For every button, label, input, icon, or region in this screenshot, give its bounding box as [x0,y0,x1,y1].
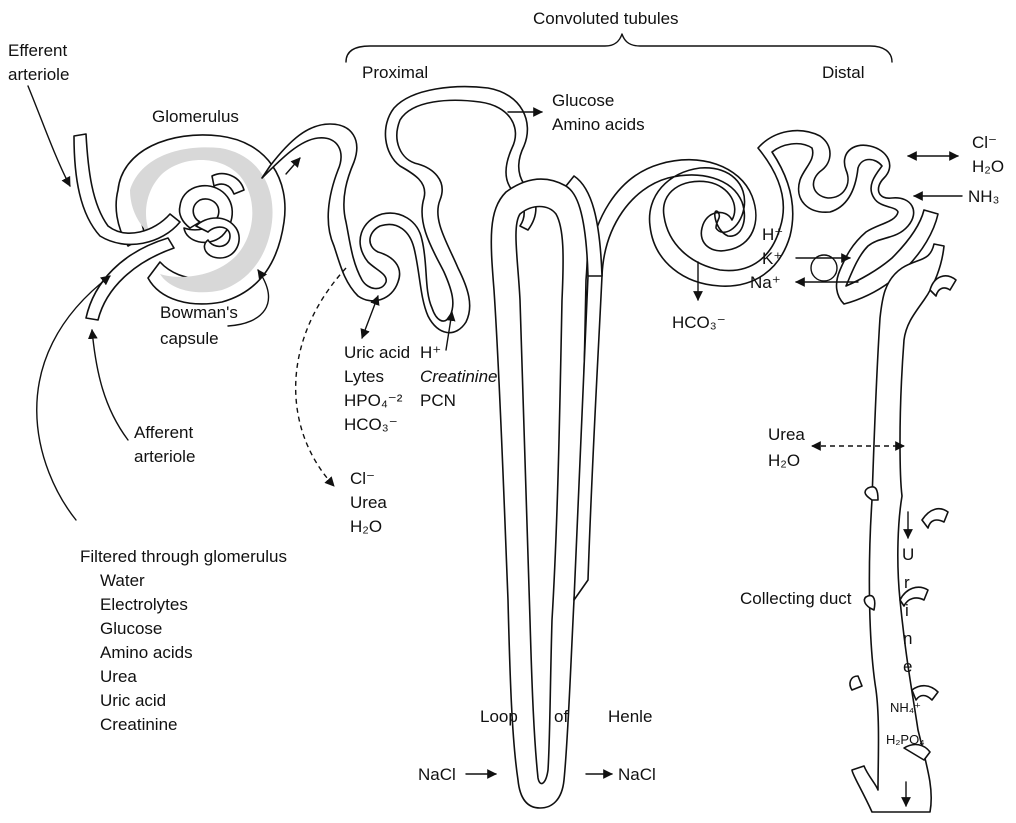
passive-arrow [296,268,346,486]
bowmans-label-1: Bowman's [160,303,238,322]
duct-branch-5 [850,676,862,690]
creatinine-secreted-label: Creatinine [420,367,498,386]
urine-letter-i: i [905,601,909,620]
filtered-title: Filtered through glomerulus [80,547,287,566]
afferent-label-2: arteriole [134,447,195,466]
of-label: of [554,707,568,726]
filtered-item-amino-acids: Amino acids [100,643,193,662]
duct-branch-4 [912,686,938,700]
na-ion-label: Na⁺ [750,273,781,292]
efferent-label-1: Efferent [8,41,68,60]
distal-label: Distal [822,63,865,82]
duct-branch-1 [865,487,878,500]
nh3-distal-label: NH₃ [968,187,999,206]
filtrate-flow-arrow [286,158,300,174]
filtered-item-uric-acid: Uric acid [100,691,166,710]
urine-letter-n: n [903,629,912,648]
filtered-item-creatinine: Creatinine [100,715,178,734]
filtered-item-glucose: Glucose [100,619,162,638]
glomerulus-shape [179,174,244,258]
convoluted-brace [346,34,892,62]
uric-acid-label: Uric acid [344,343,410,362]
ion-pump-circle [811,255,837,281]
hpo4-label: HPO₄⁻² [344,391,403,410]
urea-collecting-label: Urea [768,425,805,444]
h-ion-label: H⁺ [762,225,783,244]
glomerulus-label: Glomerulus [152,107,239,126]
filtered-item-urea: Urea [100,667,137,686]
filtered-item-water: Water [100,571,145,590]
nh4-label: NH₄⁺ [890,700,921,715]
h2po4-label: H₂PO₄ [886,732,925,747]
convoluted-tubules-label: Convoluted tubules [533,9,679,28]
h-secreted-label: H⁺ [420,343,441,362]
henle-label: Henle [608,707,652,726]
urea-passive-label: Urea [350,493,387,512]
efferent-label-2: arteriole [8,65,69,84]
bowmans-label-2: capsule [160,329,219,348]
cl-distal-label: Cl⁻ [972,133,997,152]
nacl-out-label: NaCl [618,765,656,784]
h2o-collecting-label: H₂O [768,451,800,470]
bowmans-capsule-shape [116,135,285,304]
proximal-exchange-arrow [362,296,378,338]
hco3-proximal-label: HCO₃⁻ [344,415,398,434]
nacl-in-label: NaCl [418,765,456,784]
afferent-pointer [92,330,128,440]
amino-acids-label: Amino acids [552,115,645,134]
collecting-duct-label: Collecting duct [740,589,852,608]
proximal-label: Proximal [362,63,428,82]
loop-label: Loop [480,707,518,726]
collecting-duct-shape [852,244,944,812]
hco3-distal-label: HCO₃⁻ [672,313,726,332]
glucose-label: Glucose [552,91,614,110]
pcn-label: PCN [420,391,456,410]
lytes-label: Lytes [344,367,384,386]
duct-branch-3 [864,596,874,610]
k-ion-label: K⁺ [762,249,782,268]
efferent-pointer [28,86,70,186]
filtered-item-electrolytes: Electrolytes [100,595,188,614]
h2o-passive-label: H₂O [350,517,382,536]
urine-letter-u: U [902,545,914,564]
afferent-label-1: Afferent [134,423,194,442]
urine-letter-r: r [904,573,910,592]
cl-passive-label: Cl⁻ [350,469,375,488]
urine-letter-e: e [903,657,912,676]
h2o-distal-label: H₂O [972,157,1004,176]
duct-branch-6 [922,509,948,528]
